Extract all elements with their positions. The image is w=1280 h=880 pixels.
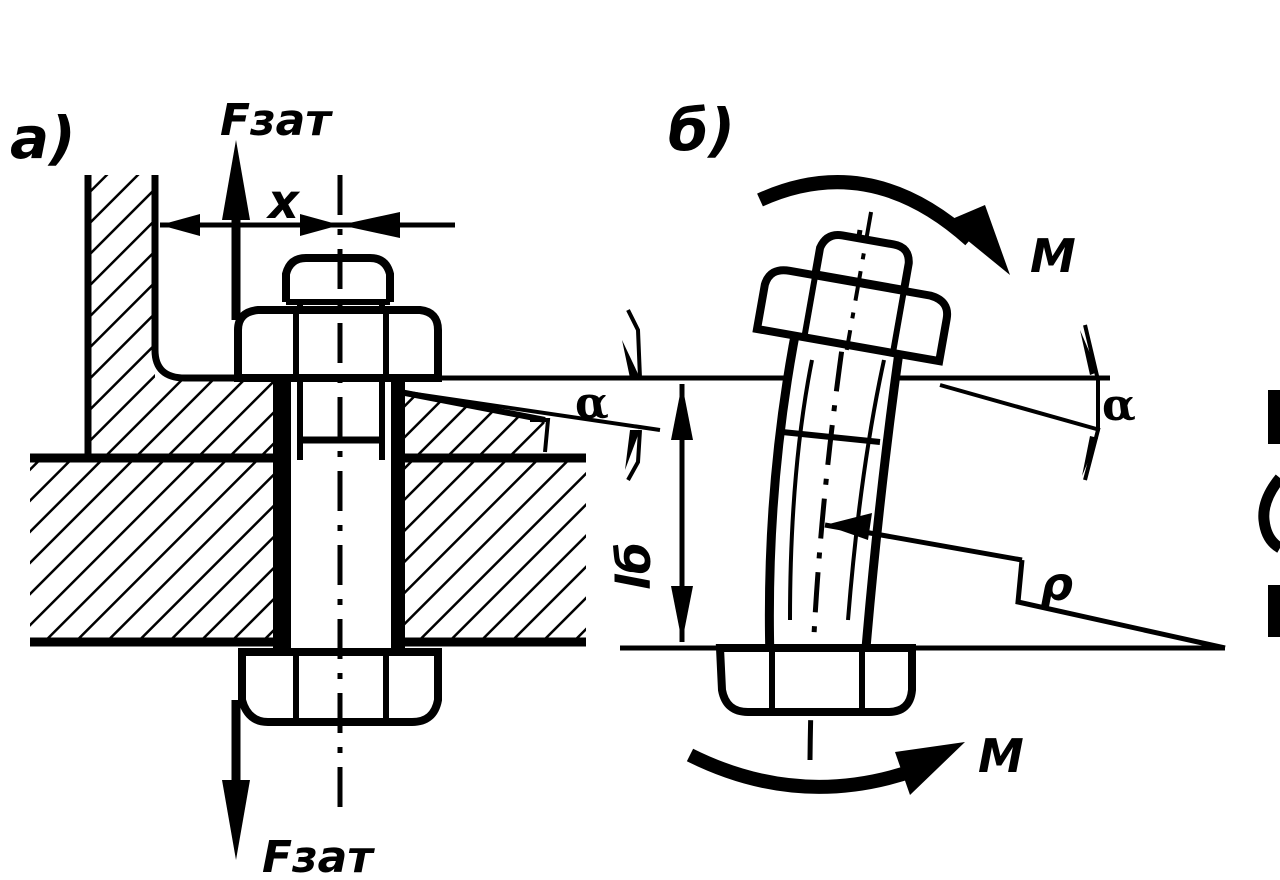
force-arrow-up — [222, 140, 250, 320]
radius-label: ρ — [1040, 557, 1073, 611]
panel-a-label: а) — [10, 104, 76, 172]
force-arrow-down — [222, 700, 250, 860]
base-plate — [30, 453, 586, 647]
angle-label-a: α — [575, 378, 609, 429]
moment-arrow-bottom — [686, 742, 965, 795]
angle-mark-a: α — [401, 309, 661, 481]
grip-length-label: lб — [607, 542, 661, 590]
offset-dimension — [160, 212, 455, 238]
bottom-nut — [238, 648, 442, 726]
angle-mark-b: α — [939, 324, 1136, 481]
angle-label-b: α — [1102, 380, 1136, 431]
panel-b: α ρ б) M M — [668, 96, 1226, 795]
moment-bottom-label: M — [978, 729, 1024, 783]
tilted-nut — [752, 211, 952, 366]
radius-leader: ρ — [824, 513, 1226, 651]
panel-b-label: б) — [668, 96, 735, 164]
offset-label: x — [266, 174, 301, 230]
moment-arrow-top — [757, 175, 1010, 275]
cropped-text-fragments — [1258, 390, 1280, 637]
force-top-label: Fзат — [220, 95, 333, 146]
moment-top-label: M — [1030, 229, 1076, 283]
bottom-nut-b — [715, 644, 916, 716]
panel-a: а) Fзат x Fзат — [10, 95, 586, 880]
force-bottom-label: Fзат — [262, 832, 375, 880]
grip-length-dimension: lб — [607, 384, 693, 642]
